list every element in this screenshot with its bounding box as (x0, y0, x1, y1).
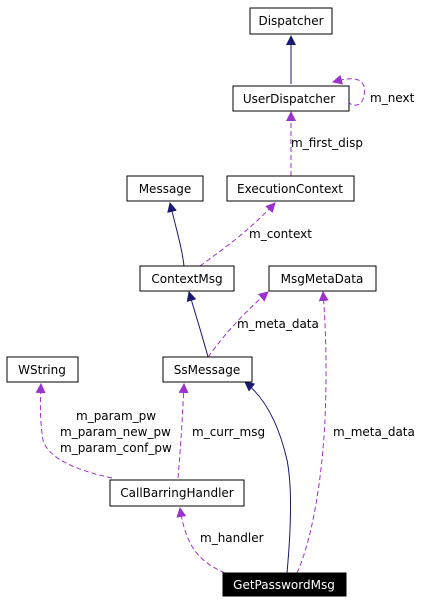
edge-ssmessage-inherits-contextmsg (186, 291, 209, 358)
edge-label-m-handler: m_handler (200, 531, 264, 545)
edge-label-m-curr-msg: m_curr_msg (192, 425, 265, 439)
edge-label-m-param-pw: m_param_pw (76, 409, 156, 423)
edge-m-param (35, 383, 113, 479)
node-get-password-msg[interactable]: GetPasswordMsg (222, 572, 347, 597)
edge-label-m-param-new-pw: m_param_new_pw (60, 425, 171, 439)
edge-contextmsg-inherits-message (167, 202, 185, 267)
edge-m-curr-msg (177, 383, 189, 479)
node-dispatcher[interactable]: Dispatcher (249, 7, 333, 35)
edge-label-m-first-disp: m_first_disp (291, 136, 363, 150)
node-message[interactable]: Message (126, 175, 204, 202)
edge-label-m-context: m_context (249, 227, 312, 241)
node-wstring[interactable]: WString (6, 356, 79, 383)
node-wstring-label: WString (18, 363, 66, 377)
node-context-msg-label: ContextMsg (151, 272, 222, 286)
node-execution-context[interactable]: ExecutionContext (226, 175, 355, 202)
node-dispatcher-label: Dispatcher (258, 14, 323, 28)
node-ss-message[interactable]: SsMessage (162, 356, 253, 383)
edge-label-m-meta-data-get: m_meta_data (333, 425, 415, 439)
node-ss-message-label: SsMessage (174, 363, 240, 377)
node-execution-context-label: ExecutionContext (237, 182, 343, 196)
node-user-dispatcher-label: UserDispatcher (243, 92, 335, 106)
node-get-password-msg-label: GetPasswordMsg (233, 578, 335, 592)
node-message-label: Message (139, 182, 192, 196)
edge-m-context (199, 202, 276, 267)
edge-label-m-meta-data-ss: m_meta_data (237, 317, 319, 331)
edge-m-meta-data-get (296, 291, 329, 574)
edge-label-m-next: m_next (370, 91, 415, 105)
node-call-barring-handler[interactable]: CallBarringHandler (109, 479, 245, 507)
edge-getpasswordmsg-inherits-ssmessage (244, 381, 291, 574)
node-msg-meta-data-label: MsgMetaData (281, 272, 364, 286)
node-call-barring-handler-label: CallBarringHandler (120, 486, 234, 500)
node-context-msg[interactable]: ContextMsg (139, 265, 235, 292)
edge-m-next (332, 74, 365, 106)
edge-label-m-param-conf-pw: m_param_conf_pw (60, 441, 172, 455)
node-user-dispatcher[interactable]: UserDispatcher (232, 85, 350, 112)
node-msg-meta-data[interactable]: MsgMetaData (268, 265, 377, 292)
edge-m-handler (176, 507, 226, 574)
